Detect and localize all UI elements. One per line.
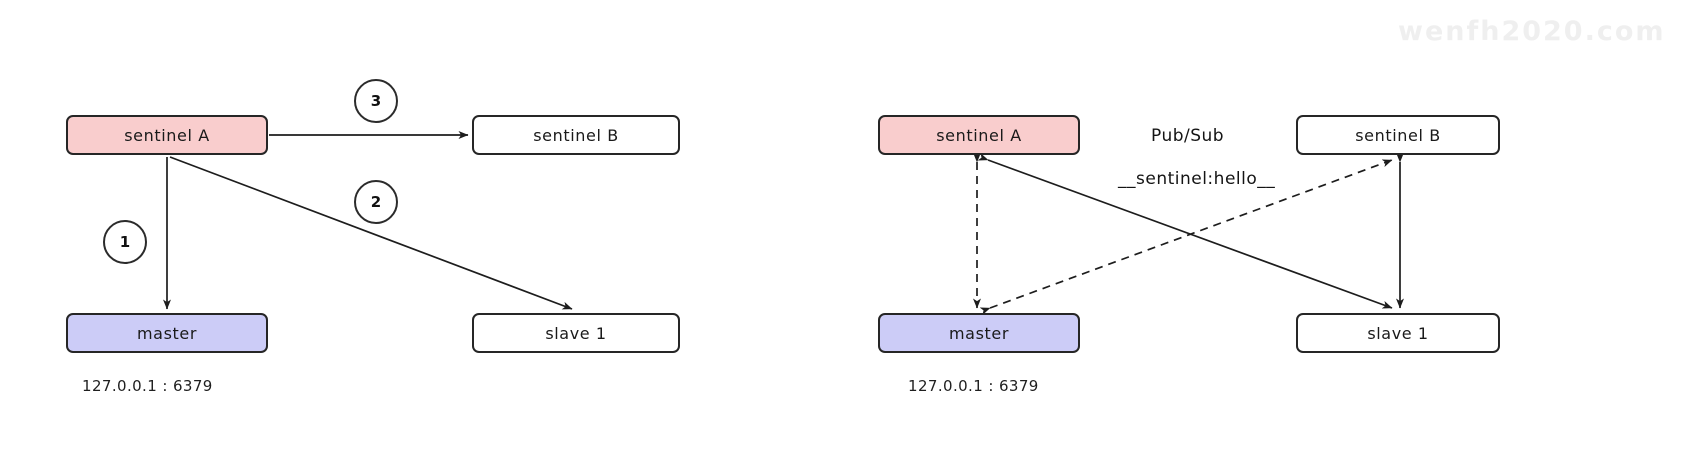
left-node-sentinel-a-label: sentinel A xyxy=(124,125,210,145)
left-step-badge-2-label: 2 xyxy=(370,193,382,211)
left-master-address-caption: 127.0.0.1 : 6379 xyxy=(82,377,213,395)
right-node-slave-1[interactable]: slave 1 xyxy=(1296,313,1500,353)
left-step-badge-3: 3 xyxy=(354,79,398,123)
left-node-sentinel-b-label: sentinel B xyxy=(533,125,619,145)
right-node-sentinel-a[interactable]: sentinel A xyxy=(878,115,1080,155)
edge-right-master-sentinelB-dashed xyxy=(979,159,1393,316)
left-step-badge-1: 1 xyxy=(103,220,147,264)
left-step-badge-3-label: 3 xyxy=(370,92,382,110)
left-node-sentinel-b[interactable]: sentinel B xyxy=(472,115,680,155)
edge-sentinelA-to-slave1 xyxy=(169,156,573,310)
left-step-badge-2: 2 xyxy=(354,180,398,224)
watermark-text: wenfh2020.com xyxy=(1398,16,1666,47)
right-edge-label-sentinel-hello: __sentinel:hello__ xyxy=(1113,168,1281,190)
left-node-sentinel-a[interactable]: sentinel A xyxy=(66,115,268,155)
left-step-badge-1-label: 1 xyxy=(119,233,131,251)
right-node-sentinel-b[interactable]: sentinel B xyxy=(1296,115,1500,155)
left-node-slave-1-label: slave 1 xyxy=(545,323,607,343)
right-node-master[interactable]: master xyxy=(878,313,1080,353)
right-node-sentinel-b-label: sentinel B xyxy=(1355,125,1441,145)
left-node-master[interactable]: master xyxy=(66,313,268,353)
left-node-master-label: master xyxy=(136,323,198,343)
right-node-sentinel-a-label: sentinel A xyxy=(936,125,1022,145)
right-master-address-caption: 127.0.0.1 : 6379 xyxy=(908,377,1039,395)
left-node-slave-1[interactable]: slave 1 xyxy=(472,313,680,353)
right-node-master-label: master xyxy=(948,323,1010,343)
right-node-slave-1-label: slave 1 xyxy=(1367,323,1429,343)
right-edge-label-pubsub: Pub/Sub xyxy=(1146,125,1230,147)
